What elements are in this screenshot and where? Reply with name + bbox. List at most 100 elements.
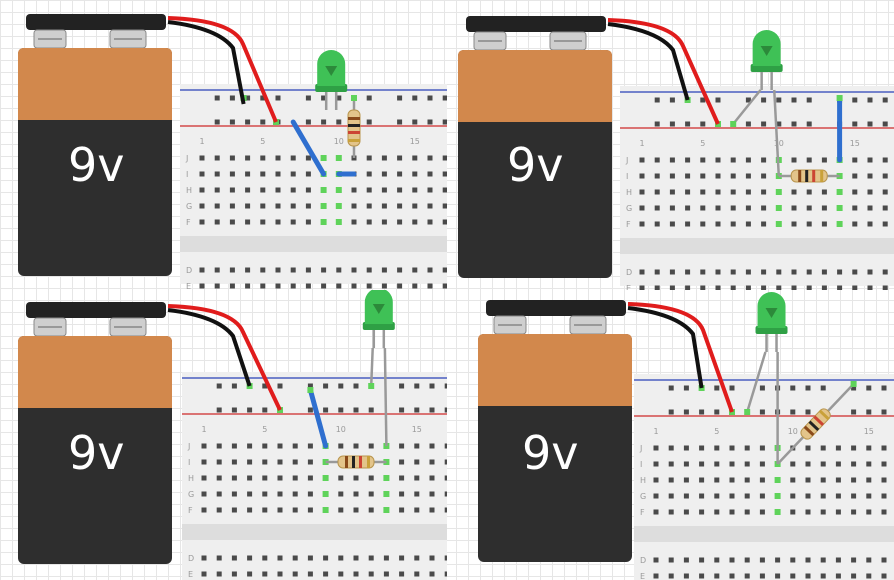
hole (730, 558, 735, 563)
hole (745, 462, 750, 467)
hole (731, 190, 736, 195)
hole (745, 494, 750, 499)
rail-hole (714, 386, 719, 391)
hole (654, 446, 659, 451)
hole (338, 492, 343, 497)
hole (278, 508, 283, 513)
hole (883, 190, 888, 195)
hole (399, 444, 404, 449)
hole (232, 444, 237, 449)
hole (230, 204, 235, 209)
hole (278, 460, 283, 465)
hole (230, 172, 235, 177)
hole (338, 556, 343, 561)
hole (260, 268, 265, 273)
hole (276, 172, 281, 177)
hole (806, 478, 811, 483)
rail-hole (217, 408, 222, 413)
hole (430, 572, 435, 577)
hole (382, 268, 387, 273)
row-letter: I (186, 170, 188, 179)
battery-orange-band (458, 50, 612, 122)
column-number: 1 (639, 139, 644, 148)
hole (654, 478, 659, 483)
hole (866, 510, 871, 515)
hole (414, 556, 419, 561)
column-number: 1 (653, 427, 658, 436)
hole (685, 158, 690, 163)
panel-drawing: 151015JIHGFED (447, 290, 894, 580)
hole (669, 558, 674, 563)
hole (217, 444, 222, 449)
hole (308, 572, 313, 577)
row-letter: E (186, 282, 191, 290)
hole (202, 572, 207, 577)
hole (654, 510, 659, 515)
hole (276, 204, 281, 209)
connected-hole (383, 507, 389, 513)
hole (684, 574, 689, 579)
hole (775, 558, 780, 563)
rail-hole (260, 120, 265, 125)
rail-hole (230, 120, 235, 125)
column-number: 1 (199, 137, 204, 146)
hole (806, 574, 811, 579)
rail-hole (336, 120, 341, 125)
rail-hole (215, 96, 220, 101)
hole (278, 492, 283, 497)
hole (822, 206, 827, 211)
hole (883, 206, 888, 211)
hole (655, 158, 660, 163)
resistor-band (348, 131, 360, 134)
hole (278, 444, 283, 449)
hole (202, 508, 207, 513)
hole (716, 174, 721, 179)
hole (215, 156, 220, 161)
rail-hole (397, 96, 402, 101)
hole (336, 268, 341, 273)
battery-orange-band (478, 334, 632, 406)
connected-hole (351, 95, 357, 101)
hole (232, 492, 237, 497)
hole (397, 268, 402, 273)
hole (306, 268, 311, 273)
hole (262, 556, 267, 561)
rail-hole (430, 408, 435, 413)
rail-hole (685, 122, 690, 127)
connected-hole (837, 189, 843, 195)
row-letter: J (185, 154, 188, 163)
rail-hole (414, 384, 419, 389)
hole (640, 158, 645, 163)
hole (399, 572, 404, 577)
hole (217, 556, 222, 561)
breadboard-channel (180, 236, 447, 252)
hole (866, 446, 871, 451)
rail-hole (323, 384, 328, 389)
hole (882, 510, 887, 515)
hole (670, 222, 675, 227)
hole (731, 158, 736, 163)
hole (669, 446, 674, 451)
hole (262, 476, 267, 481)
hole (247, 572, 252, 577)
hole (655, 206, 660, 211)
column-number: 10 (334, 137, 344, 146)
hole (699, 478, 704, 483)
resistor-body-group (338, 456, 374, 468)
resistor-band (367, 456, 370, 468)
hole (215, 268, 220, 273)
rail-hole (851, 410, 856, 415)
hole (685, 190, 690, 195)
rail-hole (670, 98, 675, 103)
hole (382, 220, 387, 225)
hole (730, 510, 735, 515)
hole (428, 156, 433, 161)
breadboard: 151015JIHGFED (620, 86, 894, 290)
hole (247, 556, 252, 561)
rail-hole (367, 120, 372, 125)
battery-snap (26, 14, 166, 30)
hole (714, 478, 719, 483)
hole (414, 476, 419, 481)
